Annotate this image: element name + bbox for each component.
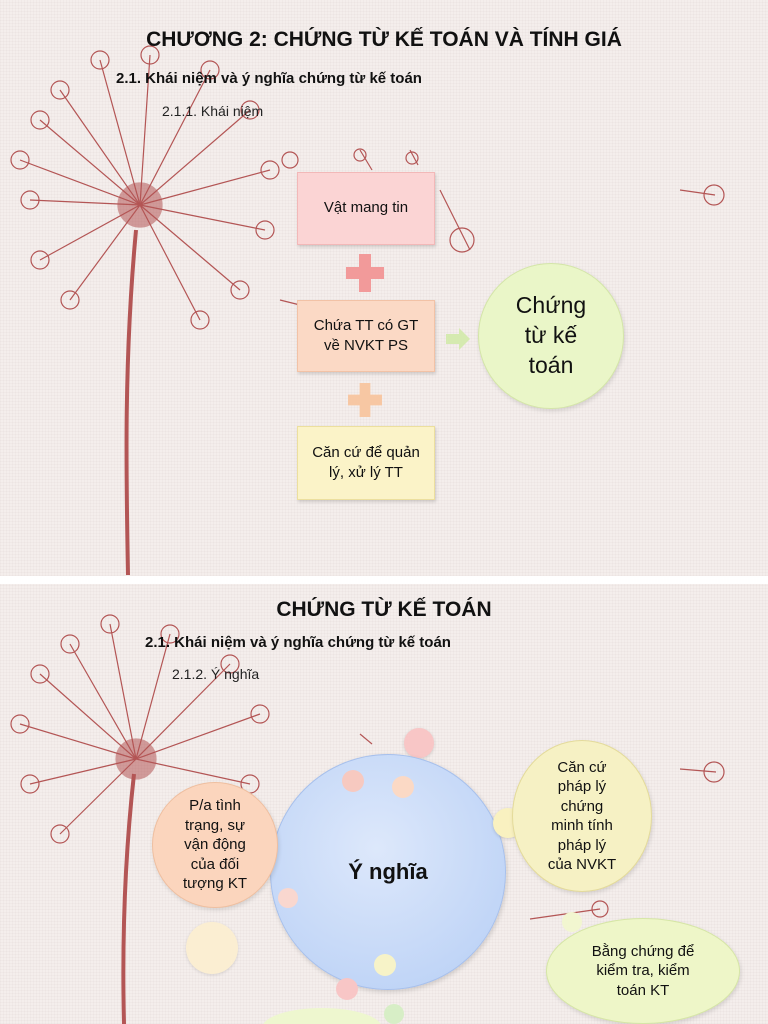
result-circle-accounting-document: Chứng từ kế toán [478, 263, 624, 409]
slide-separator [0, 576, 768, 584]
section-heading: 2.1. Khái niệm và ý nghĩa chứng từ kế to… [145, 634, 451, 651]
right-line4: minh tính [551, 817, 613, 834]
concept-box-carrier: Vật mang tin [297, 172, 435, 245]
meaning-bubble-audit-evidence: Bằng chứng để kiểm tra, kiểm toán KT [546, 918, 740, 1024]
result-line2: từ kế [524, 322, 578, 349]
bottom-right-line1: Bằng chứng để [591, 942, 695, 960]
decorative-dot [336, 978, 358, 1000]
right-line5: pháp lý [557, 836, 607, 854]
left-line2: trạng, sự [184, 816, 246, 834]
decorative-dot [384, 1004, 404, 1024]
slide-title: CHƯƠNG 2: CHỨNG TỪ KẾ TOÁN VÀ TÍNH GIÁ [146, 28, 622, 51]
concept-box-information-line2: về NVKT PS [324, 337, 408, 354]
section-heading: 2.1. Khái niệm và ý nghĩa chứng từ kế to… [116, 70, 422, 87]
center-label: Ý nghĩa [348, 858, 428, 884]
slide-khai-niem: CHƯƠNG 2: CHỨNG TỪ KẾ TOÁN VÀ TÍNH GIÁ 2… [0, 0, 768, 576]
concept-box-basis-line2: lý, xử lý TT [329, 464, 403, 481]
slide-title: CHỨNG TỪ KẾ TOÁN [276, 598, 492, 621]
meaning-bubble-legal-basis: Căn cứ pháp lý chứng minh tính pháp lý c… [512, 740, 652, 892]
decorative-blob [262, 1008, 382, 1024]
bottom-right-line2: kiểm tra, kiểm [596, 962, 690, 980]
decorative-dot [392, 776, 414, 798]
dandelion-decoration [10, 45, 725, 576]
left-line1: P/a tình [189, 797, 241, 815]
left-line3: vận động [184, 836, 246, 854]
concept-box-basis-line1: Căn cứ để quản [312, 443, 420, 461]
meaning-bubble-reflects-state: P/a tình trạng, sự vận động của đối tượn… [152, 782, 278, 908]
left-line5: tượng KT [182, 875, 248, 893]
concept-box-basis: Căn cứ để quản lý, xử lý TT [297, 426, 435, 500]
right-line3: chứng [560, 797, 604, 815]
subsection-heading: 2.1.2. Ý nghĩa [172, 666, 260, 682]
concept-box-carrier-label: Vật mang tin [323, 199, 409, 217]
right-line6: của NVKT [547, 856, 617, 873]
decorative-dot [562, 912, 582, 932]
dandelion-decoration [10, 614, 725, 1024]
arrow-right-icon [446, 328, 470, 350]
center-circle-significance: Ý nghĩa [270, 754, 506, 990]
decorative-dot [278, 888, 298, 908]
bottom-right-line3: toán KT [616, 981, 670, 999]
result-line3: toán [528, 351, 574, 378]
decorative-dot [342, 770, 364, 792]
slide-y-nghia: CHỨNG TỪ KẾ TOÁN 2.1. Khái niệm và ý ngh… [0, 584, 768, 1024]
concept-box-information: Chứa TT có GT về NVKT PS [297, 300, 435, 372]
plus-icon [348, 383, 382, 417]
subsection-heading: 2.1.1. Khái niệm [162, 103, 264, 119]
plus-icon [346, 254, 384, 292]
decorative-dot [404, 728, 434, 758]
concept-box-information-line1: Chứa TT có GT [313, 316, 419, 334]
result-line1: Chứng [515, 292, 587, 319]
left-line4: của đối [190, 855, 240, 873]
right-line1: Căn cứ [557, 758, 607, 776]
decorative-dot [186, 922, 238, 974]
right-line2: pháp lý [557, 778, 607, 795]
decorative-dot [374, 954, 396, 976]
